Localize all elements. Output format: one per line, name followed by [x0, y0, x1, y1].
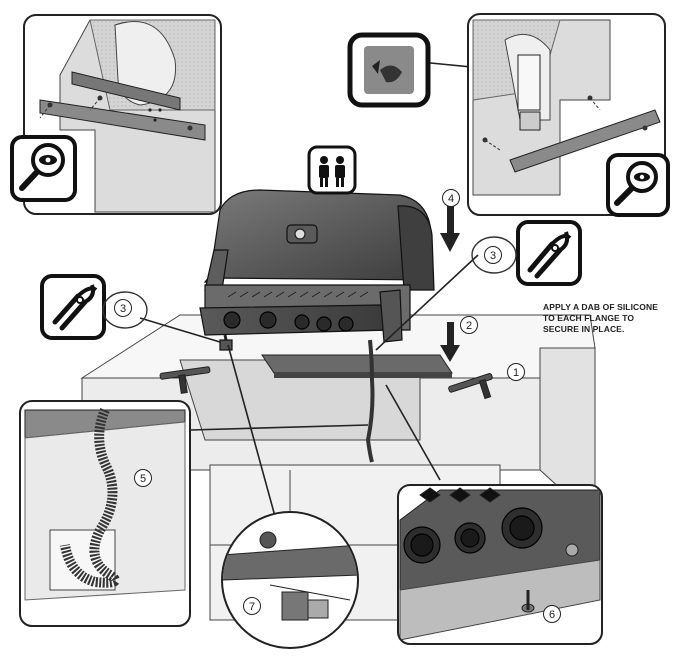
magnifier-eye-icon [10, 135, 77, 202]
note-line-1: APPLY A DAB OF SILICONE [543, 302, 659, 312]
step-marker-1: 1 [507, 363, 525, 381]
pliers-icon [40, 274, 106, 340]
inset-valve-bracket [221, 511, 359, 649]
silicone-caulk-gun-icon [159, 366, 493, 400]
step-marker-4: 4 [442, 189, 460, 207]
step-2-arrow [440, 322, 460, 362]
note-line-3: SECURE IN PLACE. [543, 324, 625, 334]
trim-flange [261, 354, 453, 378]
step-4-arrow [440, 205, 460, 252]
step-marker-5: 5 [134, 469, 152, 487]
silicone-instruction-note: APPLY A DAB OF SILICONE TO EACH FLANGE T… [543, 302, 673, 335]
grill-head [199, 189, 435, 463]
peel-backing-icon [347, 32, 431, 108]
step-marker-7: 7 [243, 597, 261, 615]
step-marker-3-right: 3 [484, 246, 502, 264]
wire-clip-loop [102, 236, 517, 329]
step-marker-2: 2 [460, 316, 478, 334]
step-marker-3-left: 3 [114, 299, 132, 317]
note-line-2: TO EACH FLANGE TO [543, 313, 635, 323]
step-marker-6: 6 [543, 605, 561, 623]
two-person-lift-icon [307, 145, 357, 195]
pliers-icon [516, 220, 582, 286]
inset-control-knobs [397, 484, 603, 645]
inset-gas-hose [19, 400, 191, 627]
magnifier-eye-icon [606, 153, 670, 217]
